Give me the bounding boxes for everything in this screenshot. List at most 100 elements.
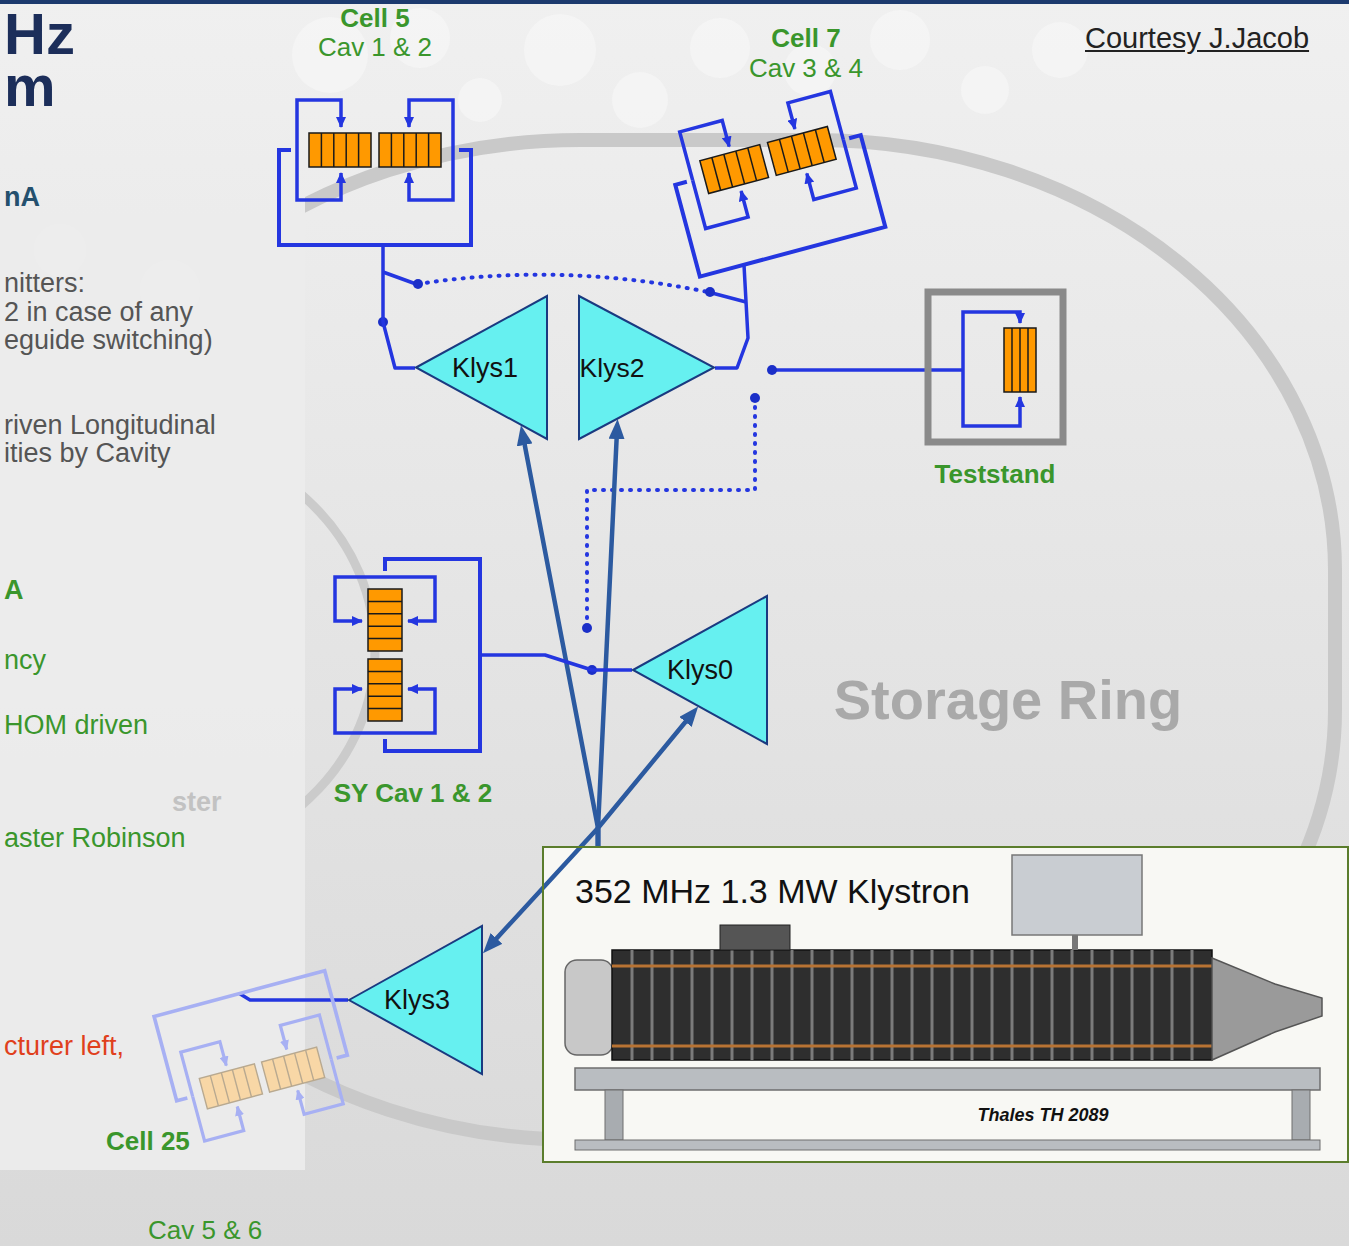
cavity-cell [712,157,721,190]
note-text: HOM driven [4,711,148,739]
note-text: Courtesy J.Jacob [1085,22,1309,54]
top-bar [0,0,1349,4]
rf-cavity [700,145,769,194]
cavity-cell [1019,328,1021,392]
cavity-pair [279,100,471,245]
cavity-group: Cell 7Cav 3 & 4 [676,18,888,283]
cavity-group: Cell 5Cav 1 & 2 [268,2,482,248]
rf-cavity [1004,328,1036,392]
waveguide-line [383,245,415,368]
cavity-cell [321,133,323,167]
cavity-cell [748,148,757,181]
switch-contact [750,393,760,403]
klystron-triangle [633,596,767,744]
cavity-cell [232,1070,240,1100]
node-label: Cell 25 [106,1127,190,1155]
rf-cavity [379,133,441,167]
waveguide-line [480,655,632,670]
alternate-route-dotted [418,275,708,292]
cavity-cell [210,1076,218,1106]
note-text: riven Longitudinal [4,411,216,439]
cavity-cell [791,136,800,169]
cavity-cell [1011,328,1013,392]
shape-outline [100,964,342,1246]
cavity-cell [221,1073,229,1103]
cavity-cell [403,133,405,167]
node-label: Thales TH 2089 [977,1104,1108,1126]
cavity-cell [295,1053,303,1083]
output-cone [1212,958,1322,1060]
photo-background [542,846,1349,1163]
rings [305,140,1335,1140]
note-text: A [4,576,24,604]
note-text: ities by Cavity [4,439,171,467]
rf-cavity [199,1064,262,1109]
node-art [335,559,480,751]
node-label: Klys2 [580,353,645,383]
rf-cavity [262,1047,325,1092]
node-art [154,971,359,1146]
switch-wiring [378,272,963,675]
cooling-pipe [612,965,1212,968]
klystron-amplifier: Klys1 [415,295,548,440]
note-text: aster Robinson [4,824,186,852]
cavity-cell [368,613,402,615]
cavity-cell [345,133,347,167]
node-label: Cav 1 & 2 [318,33,432,62]
rf-cavity [767,126,836,175]
deco-bubble [458,78,502,122]
node-label: 352 MHz 1.3 MW Klystron [575,872,970,910]
node-label: Klys0 [667,655,733,685]
collector [565,960,613,1055]
klystron-illustration [565,855,1322,1150]
deco-bubble [961,66,1009,114]
deco-bubble [1032,22,1088,78]
girder-leg [605,1090,623,1140]
node-art [928,292,1063,442]
switch-contact [582,623,592,633]
klystron-amplifier: Klys3 [348,925,483,1075]
deco-bubble [690,18,750,78]
node-label: Cell 5 [340,4,409,33]
cavity-cell [306,1050,314,1080]
node-label: Cell 7 [771,24,840,53]
rf-cavity [368,589,402,651]
node-label: Teststand [935,460,1056,489]
cavity-pair [154,971,359,1146]
slide-title: Hz m [4,8,88,112]
waveguide-stub [383,272,416,284]
rf-drive-arrow [598,431,617,846]
node-label: Klys3 [384,985,450,1015]
switch-contact [767,365,777,375]
cavity-cell [779,139,788,172]
node-art [662,87,885,277]
cavity-cell [243,1067,251,1097]
cavity-cell [358,133,360,167]
note-text: Storage Ring [834,668,1182,732]
note-text: nitters: [4,269,85,297]
waveguide-line [715,265,748,368]
cavity-cell [1027,328,1029,392]
deco-bubble [524,14,596,86]
rf-drive-arrow [523,437,598,846]
note-text: eguide switching) [4,326,213,354]
cavity-cell [368,601,402,603]
cavity-cell [273,1059,281,1089]
note-text: cturer left, [4,1032,124,1060]
cavity-cell [333,133,335,167]
rf-cavity [309,133,371,167]
node-label: SY Cav 1 & 2 [334,779,493,808]
cavity-cell [368,625,402,627]
girder [575,1068,1320,1090]
note-text: ncy [4,646,46,674]
klystron-triangle [579,296,714,439]
waveguide-frame [279,150,471,245]
girder-leg [1292,1090,1310,1140]
cavity-cell [368,638,402,640]
cavity-cell [724,154,733,187]
output-box [1012,855,1142,935]
shape-outline [328,556,500,810]
teststand-frame [928,292,1063,442]
cavity-cell [415,133,417,167]
